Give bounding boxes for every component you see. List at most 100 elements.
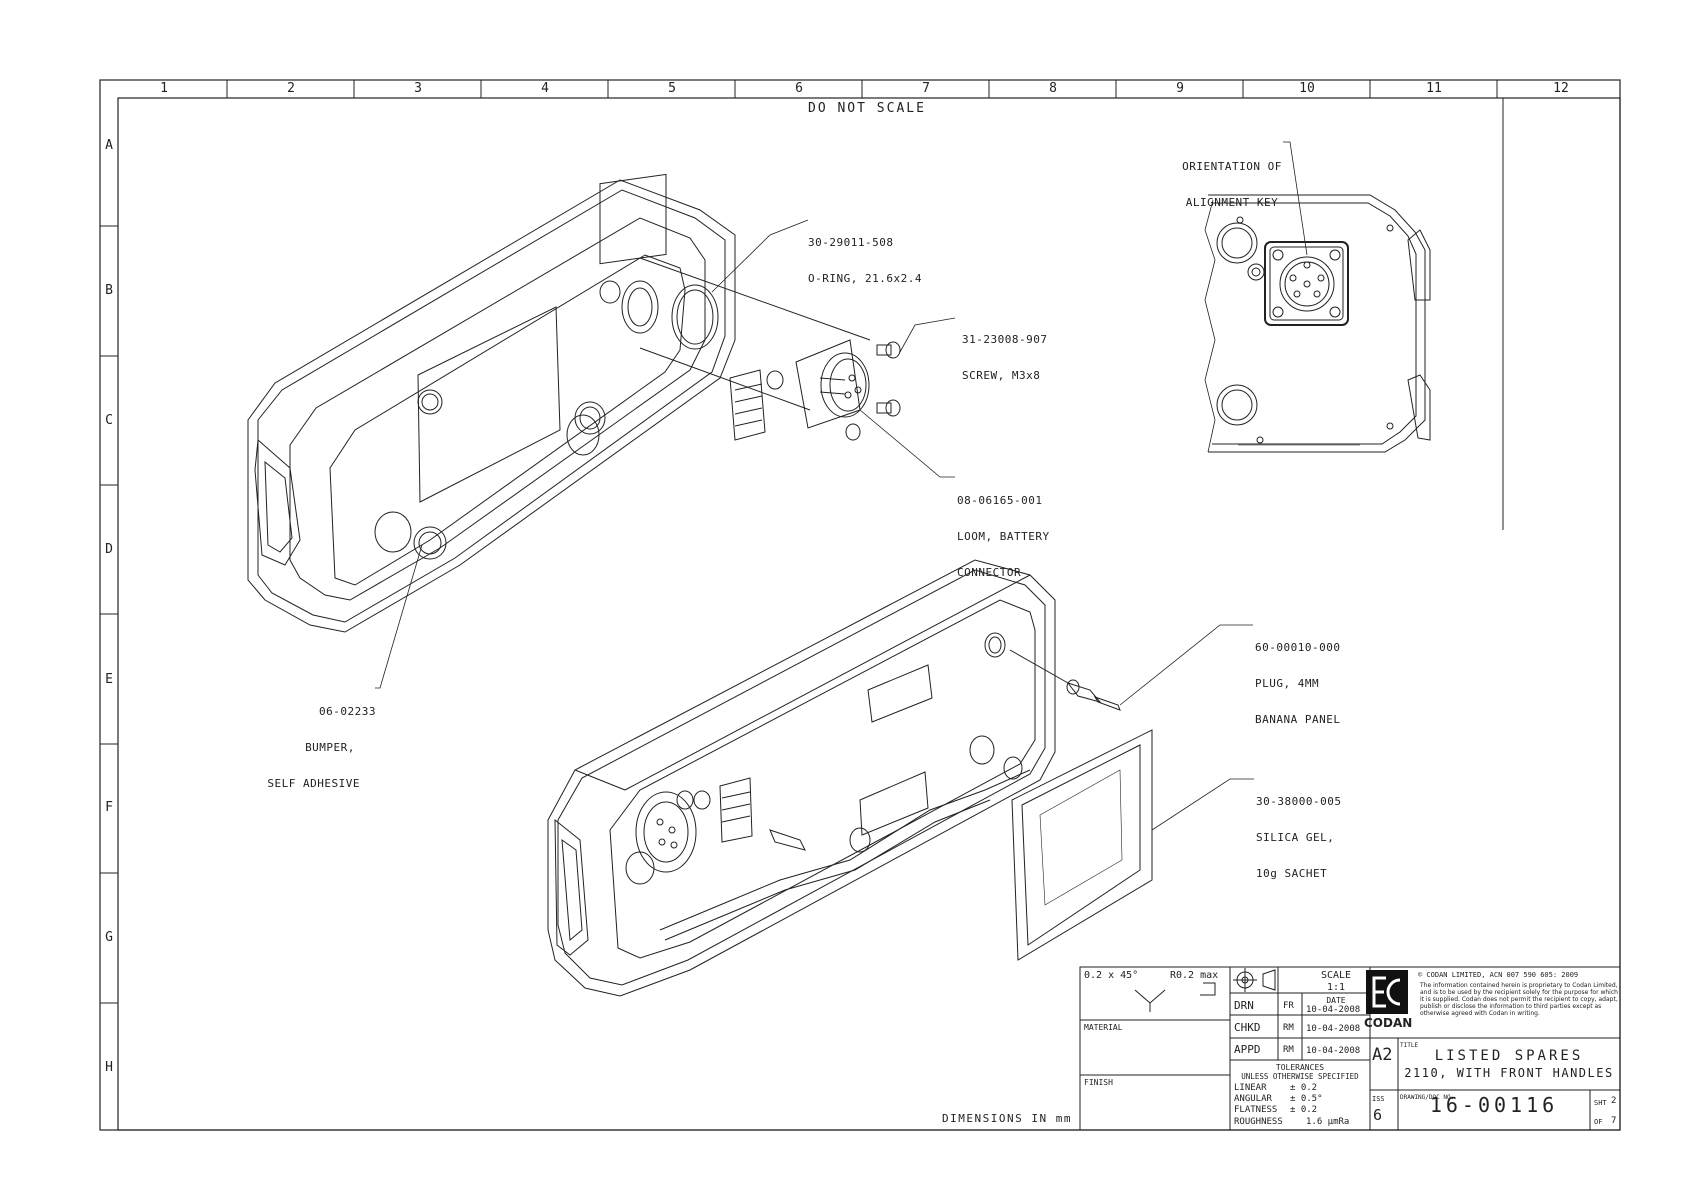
callout-bumper-part: 06-02233 — [319, 705, 376, 718]
zone-row-g: G — [105, 930, 113, 945]
tolerance-roughness-name: ROUGHNESS — [1234, 1117, 1283, 1127]
zone-row-e: E — [105, 672, 113, 687]
callout-loom-part: 08-06165-001 — [957, 494, 1043, 507]
orientation-detail-view — [1204, 194, 1431, 453]
callout-silica-part: 30-38000-005 — [1256, 795, 1342, 808]
zone-col-10: 10 — [1299, 81, 1315, 96]
callout-silica-desc2: 10g SACHET — [1256, 867, 1328, 880]
zone-col-5: 5 — [668, 81, 676, 96]
approval-initials-chkd: RM — [1283, 1023, 1294, 1033]
zone-col-12: 12 — [1553, 81, 1569, 96]
sheet-total: 7 — [1611, 1116, 1617, 1126]
sheet-size: A2 — [1372, 1045, 1393, 1065]
callout-screw-part: 31-23008-907 — [962, 333, 1048, 346]
callout-loom: 08-06165-001 LOOM, BATTERY CONNECTOR — [957, 471, 1050, 591]
upper-enclosure-view — [247, 173, 736, 633]
tolerance-angular-value: ± 0.5° — [1290, 1094, 1323, 1104]
callout-silica: 30-38000-005 SILICA GEL, 10g SACHET — [1256, 772, 1341, 892]
tolerance-roughness-value: 1.6 µmRa — [1306, 1117, 1350, 1127]
callout-oring: 30-29011-508 O-RING, 21.6x2.4 — [808, 213, 922, 297]
lower-enclosure-view — [547, 559, 1056, 997]
scale-label: SCALE — [1320, 970, 1352, 981]
zone-row-a: A — [105, 138, 113, 153]
callout-plug-desc1: PLUG, 4MM — [1255, 677, 1320, 690]
silica-gel-sachet — [1011, 729, 1153, 961]
callout-orientation-line2: ALIGNMENT KEY — [1185, 196, 1279, 209]
doc-number: 16-00116 — [1429, 1093, 1559, 1117]
approval-role-appd: APPD — [1234, 1043, 1261, 1056]
scale-value: 1:1 — [1326, 982, 1346, 993]
callout-oring-part: 30-29011-508 — [808, 236, 894, 249]
issue-number: 6 — [1373, 1106, 1383, 1124]
callout-bumper-desc2: SELF ADHESIVE — [267, 777, 360, 790]
approval-date-appd: 10-04-2008 — [1306, 1046, 1361, 1056]
zone-row-d: D — [105, 542, 113, 557]
tolerance-flatness-name: FLATNESS — [1234, 1105, 1278, 1115]
zone-row-c: C — [105, 413, 113, 428]
tolerance-linear-name: LINEAR — [1234, 1083, 1267, 1093]
codan-logo — [1366, 970, 1408, 1014]
callout-orientation: ORIENTATION OF ALIGNMENT KEY — [1176, 137, 1288, 221]
zone-col-9: 9 — [1176, 81, 1184, 96]
callout-loom-desc2: CONNECTOR — [957, 566, 1022, 579]
approval-date-chkd: 10-04-2008 — [1306, 1024, 1361, 1034]
zone-col-4: 4 — [541, 81, 549, 96]
date-label: DATE — [1326, 996, 1346, 1005]
proprietary-notice: The information contained herein is prop… — [1420, 982, 1618, 1017]
sheet-number: 2 — [1611, 1096, 1617, 1106]
zone-row-f: F — [105, 800, 113, 815]
sheet-label: SHT — [1594, 1099, 1607, 1107]
zone-col-6: 6 — [795, 81, 803, 96]
tolerances-subtitle: UNLESS OTHERWISE SPECIFIED — [1241, 1072, 1359, 1081]
drawing-title-line2: 2110, WITH FRONT HANDLES — [1404, 1066, 1614, 1080]
zone-col-1: 1 — [160, 81, 168, 96]
chamfer-note: 0.2 x 45° — [1084, 970, 1139, 981]
leader-lines — [375, 141, 1308, 831]
zone-col-3: 3 — [414, 81, 422, 96]
zone-col-8: 8 — [1049, 81, 1057, 96]
title-block-grid — [1079, 966, 1621, 1131]
callout-plug-part: 60-00010-000 — [1255, 641, 1341, 654]
callout-screw: 31-23008-907 SCREW, M3x8 — [962, 310, 1047, 394]
callout-silica-desc1: SILICA GEL, — [1256, 831, 1335, 844]
column-zone-dividers — [226, 80, 1498, 98]
issue-label: ISS — [1372, 1095, 1385, 1103]
zone-col-2: 2 — [287, 81, 295, 96]
title-label: TITLE — [1400, 1042, 1419, 1049]
callout-bumper-desc1: BUMPER, — [305, 741, 355, 754]
finish-label: FINISH — [1084, 1078, 1113, 1087]
copyright-line: © CODAN LIMITED, ACN 007 590 605: 2009 — [1418, 971, 1579, 979]
material-label: MATERIAL — [1084, 1023, 1123, 1032]
approval-role-drn: DRN — [1234, 999, 1254, 1012]
callout-orientation-line1: ORIENTATION OF — [1182, 160, 1282, 173]
tolerance-linear-value: ± 0.2 — [1290, 1083, 1318, 1093]
zone-col-11: 11 — [1426, 81, 1442, 96]
approval-initials-drn: FR — [1283, 1001, 1294, 1011]
tolerance-flatness-value: ± 0.2 — [1290, 1105, 1318, 1115]
do-not-scale-note: DO NOT SCALE — [808, 101, 926, 116]
zone-col-7: 7 — [922, 81, 930, 96]
tolerance-angular-name: ANGULAR — [1234, 1094, 1272, 1104]
approval-initials-appd: RM — [1283, 1045, 1294, 1055]
callout-loom-desc1: LOOM, BATTERY — [957, 530, 1050, 543]
callout-screw-desc: SCREW, M3x8 — [962, 369, 1041, 382]
approval-date-drn: 10-04-2008 — [1306, 1005, 1361, 1015]
banana-plug-part — [1009, 649, 1121, 711]
drawing-title-line1: LISTED SPARES — [1434, 1048, 1584, 1064]
zone-row-b: B — [105, 283, 113, 298]
callout-bumper: 06-02233 BUMPER, SELF ADHESIVE — [250, 682, 376, 802]
doc-number-label: DRAWING/DOC NO. — [1400, 1094, 1455, 1101]
codan-logo-mark-icon — [1372, 976, 1401, 1008]
row-zone-dividers — [100, 225, 118, 1004]
dimensions-note: DIMENSIONS IN mm — [942, 1112, 1072, 1125]
callout-plug-desc2: BANANA PANEL — [1255, 713, 1341, 726]
company-name: CODAN — [1364, 1016, 1413, 1030]
callout-plug: 60-00010-000 PLUG, 4MM BANANA PANEL — [1255, 618, 1340, 738]
radius-note: R0.2 max — [1170, 970, 1219, 981]
of-label: OF — [1594, 1118, 1603, 1126]
callout-oring-desc: O-RING, 21.6x2.4 — [808, 272, 922, 285]
zone-row-h: H — [105, 1060, 113, 1075]
approval-role-chkd: CHKD — [1234, 1021, 1261, 1034]
tolerances-title: TOLERANCES — [1275, 1063, 1325, 1072]
